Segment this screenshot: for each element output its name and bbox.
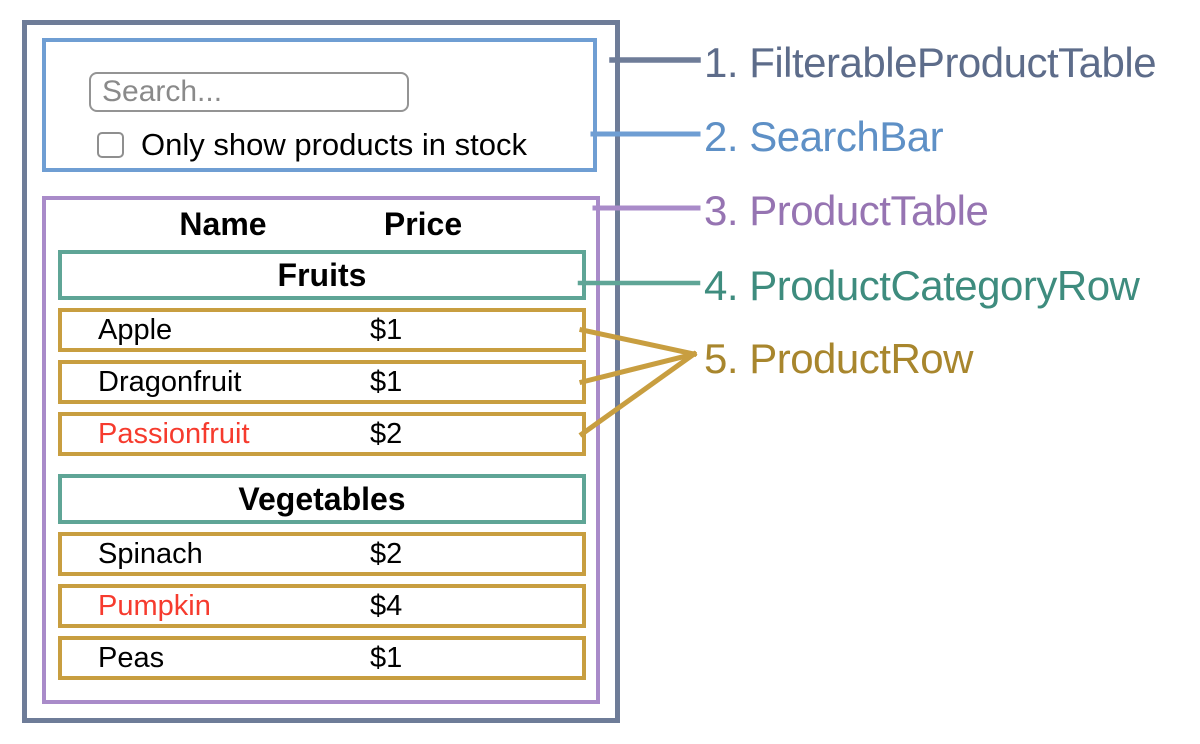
product-price: $2 <box>370 417 403 450</box>
product-name: Apple <box>98 313 173 346</box>
product-price: $2 <box>370 537 403 570</box>
category-row-vegetables: Vegetables <box>58 474 586 524</box>
product-row-apple: Apple $1 <box>58 308 586 352</box>
category-label: Fruits <box>277 256 367 293</box>
in-stock-checkbox-label: Only show products in stock <box>141 127 527 162</box>
product-name: Dragonfruit <box>98 365 242 398</box>
filterable-product-table-box: Only show products in stock Name Price F… <box>22 20 620 723</box>
legend-product-row: 5. ProductRow <box>704 335 973 382</box>
product-price: $4 <box>370 589 403 622</box>
product-row-pumpkin: Pumpkin $4 <box>58 584 586 628</box>
table-header: Name Price <box>46 202 596 246</box>
legend-product-table: 3. ProductTable <box>704 187 989 234</box>
legend-product-category-row: 4. ProductCategoryRow <box>704 262 1140 309</box>
product-price: $1 <box>370 313 403 346</box>
product-row-spinach: Spinach $2 <box>58 532 586 576</box>
product-price: $1 <box>370 365 403 398</box>
product-name: Spinach <box>98 537 203 570</box>
table-rows: Fruits Apple $1 Dragonfruit $1 Passionfr… <box>58 250 586 680</box>
product-row-peas: Peas $1 <box>58 636 586 680</box>
category-row-fruits: Fruits <box>58 250 586 300</box>
search-bar-box: Only show products in stock <box>42 38 597 172</box>
product-name-out-of-stock: Pumpkin <box>98 589 211 622</box>
legend-filterable-product-table: 1. FilterableProductTable <box>704 39 1157 86</box>
in-stock-checkbox[interactable] <box>97 132 124 158</box>
column-header-price: Price <box>383 206 463 242</box>
product-price: $1 <box>370 641 403 674</box>
product-name: Peas <box>98 641 165 674</box>
category-label: Vegetables <box>238 480 406 517</box>
legend-search-bar: 2. SearchBar <box>704 113 944 160</box>
column-header-name: Name <box>179 206 267 242</box>
product-name-out-of-stock: Passionfruit <box>98 417 250 450</box>
product-row-passionfruit: Passionfruit $2 <box>58 412 586 456</box>
product-row-dragonfruit: Dragonfruit $1 <box>58 360 586 404</box>
product-table-box: Name Price Fruits Apple $1 Dragonfruit $… <box>42 196 600 704</box>
search-input[interactable] <box>89 72 409 112</box>
stock-filter-row: Only show products in stock <box>97 127 527 163</box>
